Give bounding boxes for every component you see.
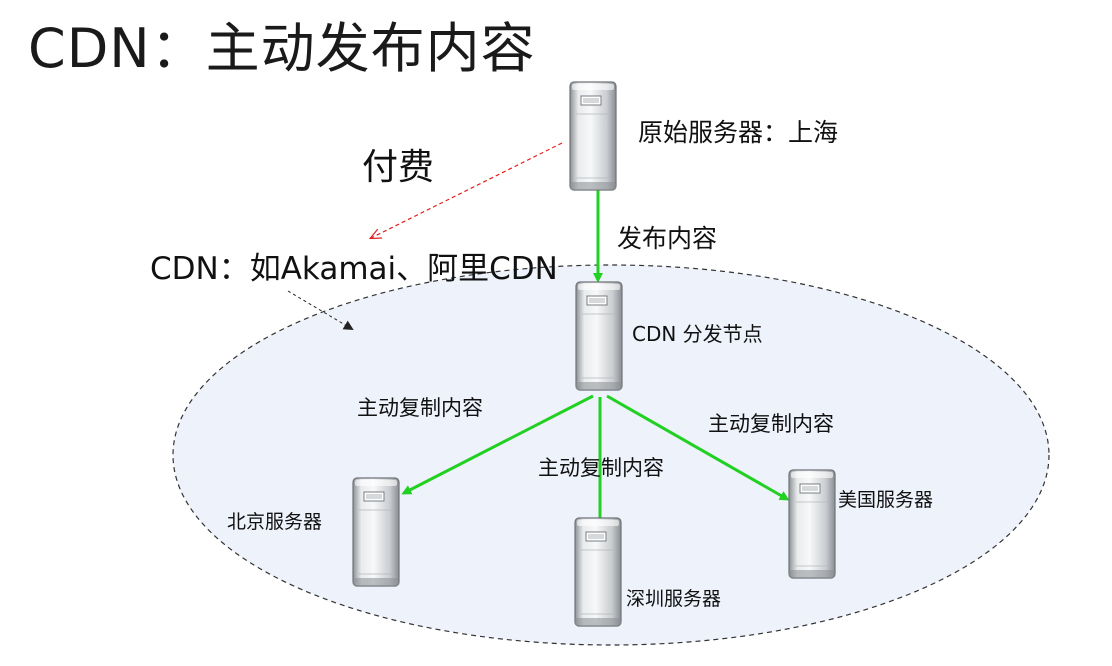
cdn-provider-label: CDN：如Akamai、阿里CDN <box>150 251 558 287</box>
beijing-server-icon <box>352 477 400 587</box>
us-server-icon <box>788 469 836 579</box>
shenzhen-server-icon <box>574 517 622 627</box>
payment-label: 付费 <box>362 147 435 188</box>
payment-arrow <box>371 142 563 238</box>
replicate-middle-label: 主动复制内容 <box>538 456 664 480</box>
replicate-arrow-us <box>606 394 790 501</box>
cdn-node-server-icon <box>575 281 623 391</box>
page-title: CDN：主动发布内容 <box>28 17 536 80</box>
origin-server-icon <box>569 81 617 191</box>
shenzhen-server-label: 深圳服务器 <box>626 588 722 610</box>
replicate-arrow-beijing <box>401 394 594 495</box>
replicate-left-label: 主动复制内容 <box>357 396 483 420</box>
beijing-server-label: 北京服务器 <box>227 511 323 533</box>
origin-server-label: 原始服务器：上海 <box>638 118 839 147</box>
publish-content-label: 发布内容 <box>617 224 718 253</box>
cdn-node-label: CDN 分发节点 <box>632 322 763 346</box>
replicate-right-label: 主动复制内容 <box>708 412 834 436</box>
provider-pointer-arrow <box>287 290 354 331</box>
us-server-label: 美国服务器 <box>838 489 934 511</box>
